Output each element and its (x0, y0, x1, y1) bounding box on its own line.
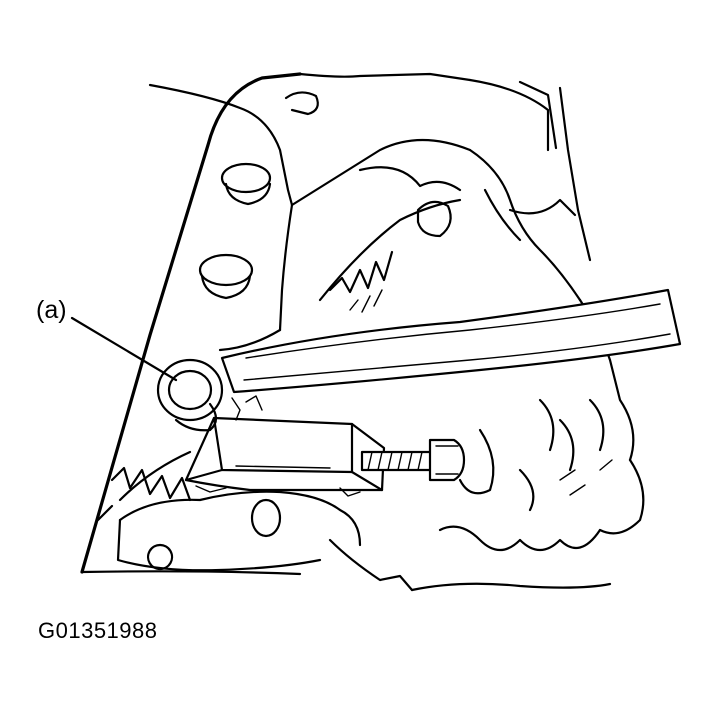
mount-plate (80, 490, 612, 592)
figure-id: G01351988 (38, 618, 158, 643)
drive-plate-teeth (318, 148, 582, 313)
box-wrench (156, 288, 682, 432)
housing-bolt-holes (198, 91, 319, 300)
lower-gear-teeth (96, 450, 192, 522)
callout-leader-line (70, 316, 178, 382)
bolt (360, 438, 466, 482)
holder-tool (184, 416, 386, 497)
housing-outline (80, 72, 592, 574)
callout-label-a: (a) (36, 296, 67, 324)
